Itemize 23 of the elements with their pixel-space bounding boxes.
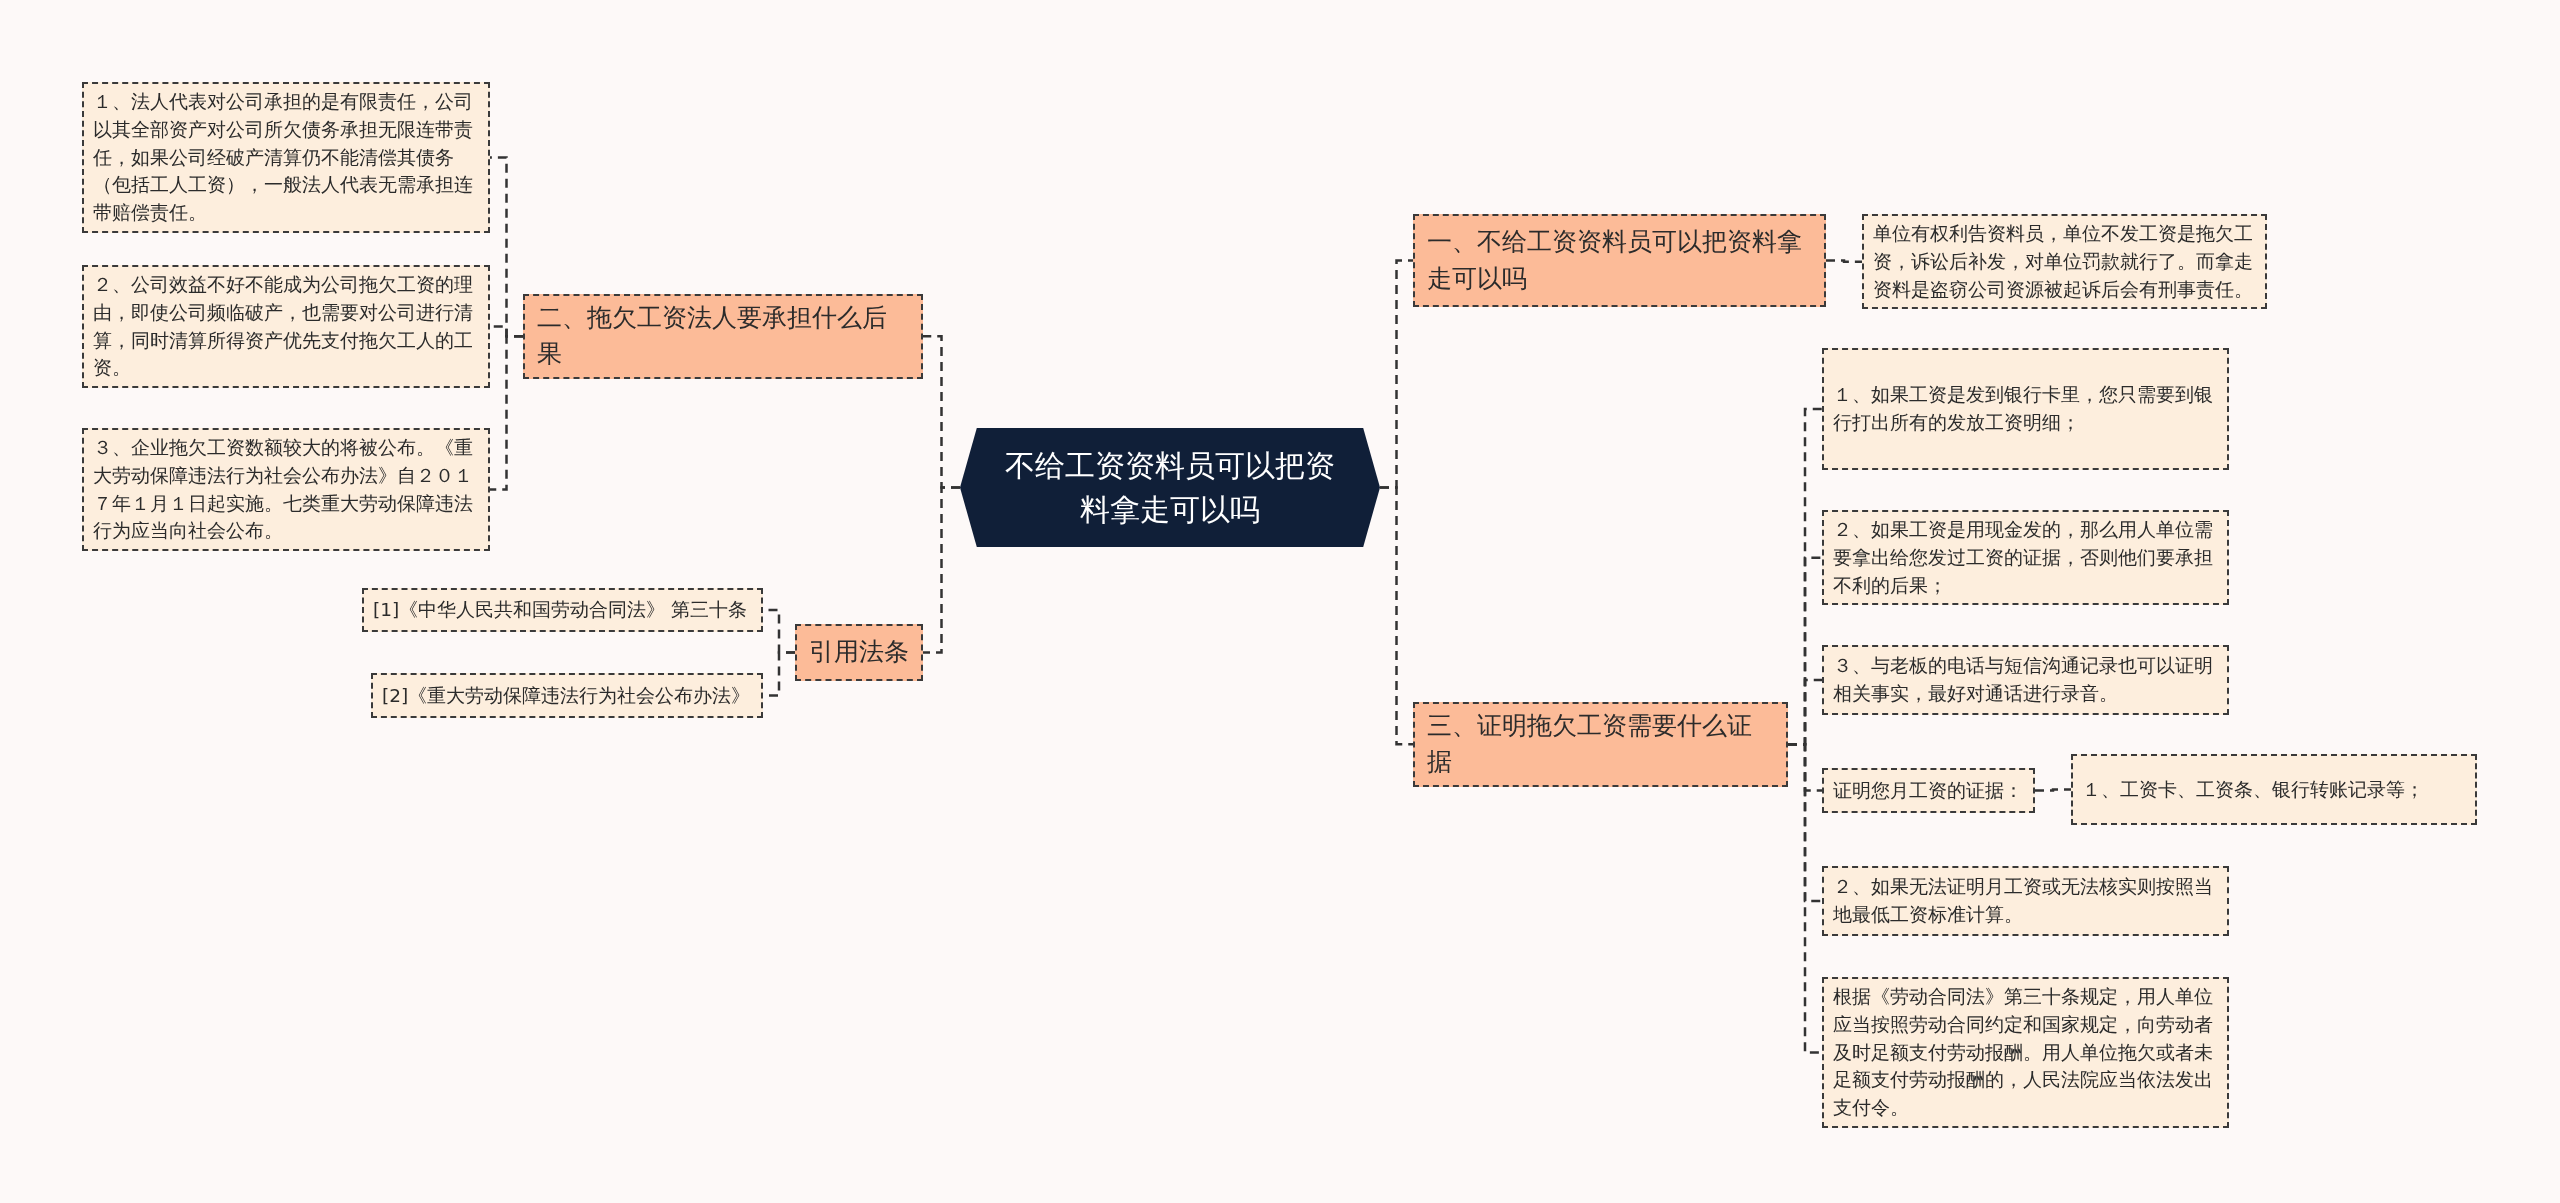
note-box: ２、如果无法证明月工资或无法核实则按照当地最低工资标准计算。 xyxy=(1822,866,2229,936)
note-box: ２、公司效益不好不能成为公司拖欠工资的理由，即使公司频临破产，也需要对公司进行清算，同时清算所得资产优先支付拖欠工人的工资。 xyxy=(82,265,490,388)
connector-line xyxy=(1380,486,1413,746)
connector-line xyxy=(1788,743,1822,1054)
note-box: １、如果工资是发到银行卡里，您只需要到银行打出所有的发放工资明细； xyxy=(1822,348,2229,470)
note-box: １、工资卡、工资条、银行转账记录等； xyxy=(2071,754,2477,825)
topic-box: 二、拖欠工资法人要承担什么后果 xyxy=(523,294,923,379)
connector-line xyxy=(490,335,523,491)
note-box: 证明您月工资的证据： xyxy=(1822,768,2035,813)
note-box: [2]《重大劳动保障违法行为社会公布办法》 xyxy=(371,673,763,718)
connector-line xyxy=(1826,259,1862,263)
connector-line xyxy=(2035,788,2071,792)
note-box: ３、与老板的电话与短信沟通记录也可以证明相关事实，最好对通话进行录音。 xyxy=(1822,645,2229,715)
note-box: ３、企业拖欠工资数额较大的将被公布。《重大劳动保障违法行为社会公布办法》自２０１７年１月１日起实施。七类重大劳动保障违法行为应当向社会公布。 xyxy=(82,428,490,551)
topic-box: 引用法条 xyxy=(795,624,923,681)
note-box: 根据《劳动合同法》第三十条规定，用人单位应当按照劳动合同约定和国家规定，向劳动者及时足额支付劳动报酬。用人单位拖欠或者未足额支付劳动报酬的，人民法院应当依法发出支付令。 xyxy=(1822,977,2229,1128)
topic-box: 一、不给工资资料员可以把资料拿走可以吗 xyxy=(1413,214,1826,307)
note-box: [1]《中华人民共和国劳动合同法》 第三十条 xyxy=(362,588,763,632)
topic-box: 三、证明拖欠工资需要什么证据 xyxy=(1413,702,1788,787)
connector-line xyxy=(923,486,960,654)
note-box: 单位有权利告资料员，单位不发工资是拖欠工资，诉讼后补发，对单位罚款就行了。而拿走资料是盗窃公司资源被起诉后会有刑事责任。 xyxy=(1862,214,2267,310)
note-box: ２、如果工资是用现金发的，那么用人单位需要拿出给您发过工资的证据，否则他们要承担不利的后果； xyxy=(1822,510,2229,606)
note-box: １、法人代表对公司承担的是有限责任，公司以其全部资产对公司所欠债务承担无限连带责任，如果公司经破产清算仍不能清偿其债务（包括工人工资），一般法人代表无需承担连带赔偿责任。 xyxy=(82,82,490,233)
